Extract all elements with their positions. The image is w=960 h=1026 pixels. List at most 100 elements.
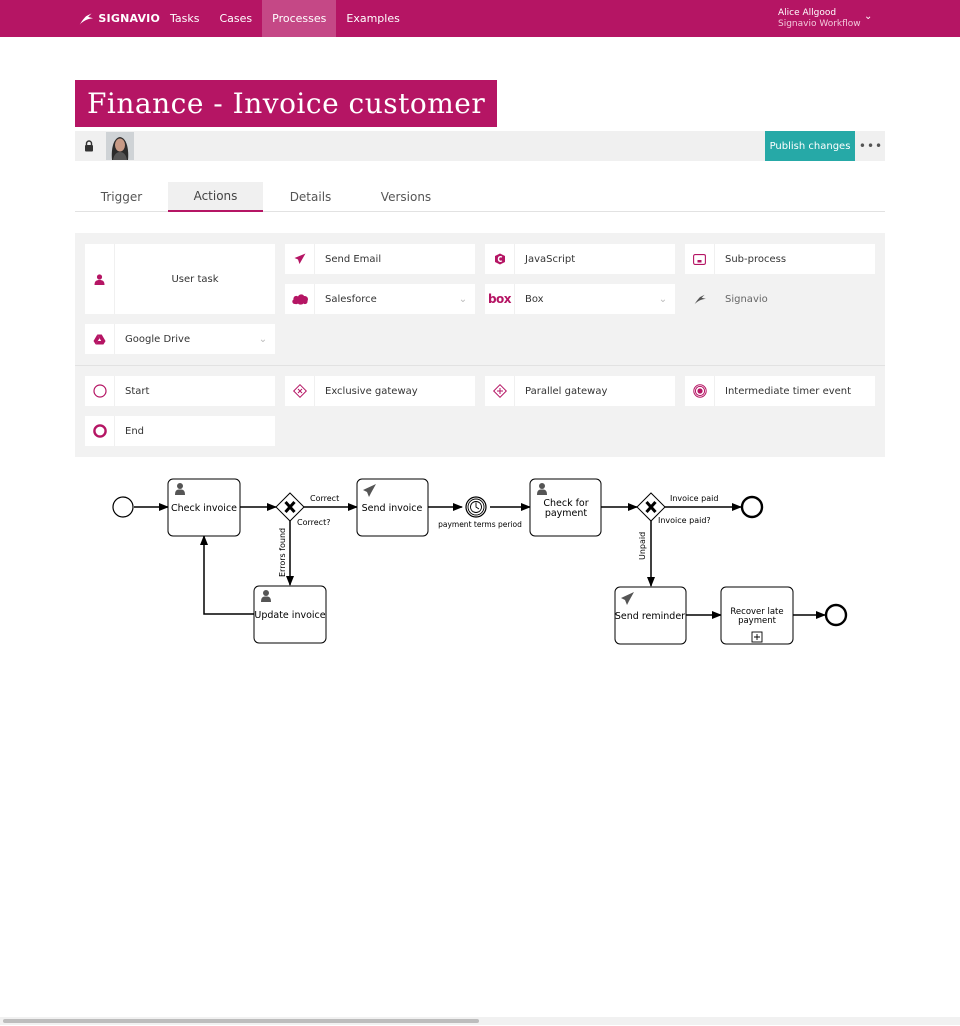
- parallel-gateway-label: Parallel gateway: [525, 385, 608, 397]
- javascript-label: JavaScript: [525, 253, 576, 265]
- process-title-box: Finance - Invoice customer: [75, 80, 498, 127]
- process-diagram[interactable]: Check invoice Correct? Correct Errors fo…: [0, 460, 960, 660]
- person-icon: [537, 483, 547, 495]
- expand-icon[interactable]: [751, 631, 763, 643]
- user-menu[interactable]: Alice Allgood Signavio Workflow: [778, 8, 861, 30]
- brand-logo[interactable]: SIGNAVIO: [0, 0, 160, 37]
- update-invoice-task[interactable]: Update invoice: [253, 585, 327, 644]
- start-event[interactable]: [112, 496, 134, 518]
- exclusive-gateway-card[interactable]: Exclusive gateway: [285, 376, 475, 406]
- task-label: Send reminder: [615, 611, 685, 622]
- send-email-card[interactable]: Send Email: [285, 244, 475, 274]
- javascript-icon: [485, 244, 515, 274]
- nav-processes[interactable]: Processes: [262, 0, 337, 37]
- task-label: Check for: [543, 498, 588, 509]
- scrollbar-thumb[interactable]: [3, 1019, 479, 1023]
- box-logo-text: box: [487, 292, 512, 306]
- timer-event-icon: [685, 376, 715, 406]
- exclusive-gateway[interactable]: [636, 492, 666, 522]
- intermediate-timer-card[interactable]: Intermediate timer event: [685, 376, 875, 406]
- signavio-card[interactable]: Signavio: [685, 284, 875, 314]
- parallel-gateway-card[interactable]: Parallel gateway: [485, 376, 675, 406]
- end-event-label: End: [125, 425, 145, 437]
- sequence-flows: [134, 503, 826, 619]
- flow-label: Unpaid: [638, 532, 647, 560]
- sub-process-label: Sub-process: [725, 253, 787, 265]
- exclusive-gateway-icon: [285, 376, 315, 406]
- user-task-label: User task: [171, 273, 219, 285]
- chevron-down-icon[interactable]: ⌄: [258, 333, 268, 345]
- user-organization: Signavio Workflow: [778, 19, 861, 29]
- paper-plane-icon: [363, 484, 376, 497]
- send-reminder-task[interactable]: Send reminder: [614, 586, 687, 645]
- nav-tasks[interactable]: Tasks: [170, 12, 200, 25]
- nav-examples[interactable]: Examples: [346, 12, 400, 25]
- google-drive-card[interactable]: Google Drive ⌄: [85, 324, 275, 354]
- javascript-card[interactable]: JavaScript: [485, 244, 675, 274]
- user-photo-icon: [106, 132, 134, 160]
- check-for-payment-task[interactable]: Check for payment: [529, 478, 602, 537]
- timer-event[interactable]: [465, 496, 487, 518]
- exclusive-gateway[interactable]: [275, 492, 305, 522]
- chevron-down-icon[interactable]: ⌄: [864, 11, 873, 22]
- box-logo-icon: box: [485, 284, 515, 314]
- tab-versions[interactable]: Versions: [380, 190, 432, 204]
- box-label: Box: [525, 293, 544, 305]
- google-drive-label: Google Drive: [125, 333, 191, 345]
- palette-divider: [75, 365, 885, 366]
- end-event-card[interactable]: End: [85, 416, 275, 446]
- user-name: Alice Allgood: [778, 8, 837, 18]
- exclusive-gateway-label: Exclusive gateway: [325, 385, 418, 397]
- tab-actions[interactable]: Actions: [168, 182, 263, 212]
- horizontal-scrollbar[interactable]: [0, 1017, 960, 1025]
- brand-name: SIGNAVIO: [98, 12, 160, 25]
- sub-process-card[interactable]: Sub-process: [685, 244, 875, 274]
- chevron-down-icon[interactable]: ⌄: [458, 293, 468, 305]
- publish-changes-button[interactable]: Publish changes: [765, 131, 855, 161]
- salesforce-label: Salesforce: [325, 293, 377, 305]
- tab-trigger[interactable]: Trigger: [100, 190, 143, 204]
- start-event-label: Start: [125, 385, 150, 397]
- salesforce-card[interactable]: Salesforce ⌄: [285, 284, 475, 314]
- avatar[interactable]: [106, 132, 134, 160]
- process-tabs: Trigger Actions Details Versions: [75, 182, 885, 212]
- signavio-label: Signavio: [725, 293, 768, 305]
- person-icon: [85, 244, 115, 314]
- task-label: Check invoice: [171, 503, 237, 514]
- paper-plane-icon: [621, 592, 634, 605]
- nav-cases[interactable]: Cases: [219, 12, 253, 25]
- end-event-icon: [85, 416, 115, 446]
- event-label: payment terms period: [438, 520, 522, 529]
- end-event[interactable]: [740, 495, 764, 519]
- page-title: Finance - Invoice customer: [87, 87, 486, 120]
- start-event-card[interactable]: Start: [85, 376, 275, 406]
- task-label: Recover late: [730, 607, 783, 617]
- send-invoice-task[interactable]: Send invoice: [356, 478, 429, 537]
- flow-label: Correct: [310, 494, 339, 503]
- process-info-bar: Publish changes •••: [75, 131, 885, 161]
- signavio-logo-icon: [685, 284, 715, 314]
- task-label: Update invoice: [254, 610, 325, 621]
- task-label: payment: [545, 508, 588, 519]
- box-card[interactable]: box Box ⌄: [485, 284, 675, 314]
- recover-late-payment-subprocess[interactable]: Recover late payment: [720, 586, 794, 645]
- end-event[interactable]: [824, 603, 848, 627]
- check-invoice-task[interactable]: Check invoice: [167, 478, 241, 537]
- top-nav: SIGNAVIO Tasks Cases Processes Examples …: [0, 0, 960, 37]
- gateway-label: Invoice paid?: [658, 516, 711, 525]
- send-email-label: Send Email: [325, 253, 382, 265]
- salesforce-cloud-icon: [285, 284, 315, 314]
- flow-label: Errors found: [278, 528, 287, 577]
- actions-palette: User task Send Email JavaScript Sub-proc…: [75, 233, 885, 457]
- person-icon: [175, 483, 185, 495]
- more-options-button[interactable]: •••: [858, 139, 884, 153]
- start-event-icon: [85, 376, 115, 406]
- task-label: Send invoice: [362, 503, 423, 514]
- task-label: payment: [738, 616, 777, 626]
- person-icon: [261, 590, 271, 602]
- chevron-down-icon[interactable]: ⌄: [658, 293, 668, 305]
- tab-details[interactable]: Details: [289, 190, 332, 204]
- google-drive-icon: [85, 324, 115, 354]
- intermediate-timer-label: Intermediate timer event: [725, 385, 852, 397]
- user-task-card[interactable]: User task: [85, 244, 275, 314]
